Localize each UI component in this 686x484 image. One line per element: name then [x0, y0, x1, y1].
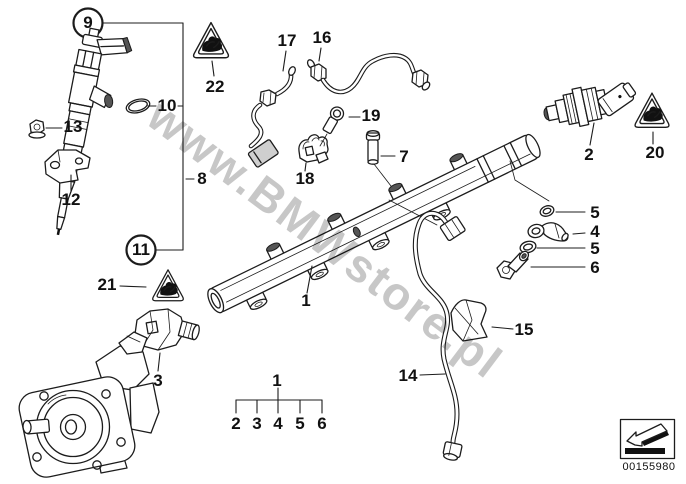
pipe14-drawing — [388, 199, 466, 461]
nut13-drawing — [28, 119, 63, 139]
callout-11[interactable]: 11 — [132, 240, 150, 259]
injector-drawing — [56, 27, 133, 236]
callout-18[interactable]: 18 — [295, 169, 315, 188]
legend-item-label[interactable]: 2 — [231, 414, 241, 433]
callout-6[interactable]: 6 — [590, 258, 600, 277]
bracket12-drawing — [44, 149, 91, 192]
page-turn-arrow-icon — [625, 423, 669, 454]
callout-17[interactable]: 17 — [277, 31, 297, 50]
bolt7-drawing — [365, 130, 396, 187]
warning-triangle-icon — [192, 21, 230, 59]
callout-7[interactable]: 7 — [399, 147, 409, 166]
legend-parent-label[interactable]: 1 — [272, 371, 282, 390]
doc-number: 00155980 — [622, 461, 676, 473]
continuation-arrow-box — [619, 418, 676, 460]
callout-13[interactable]: 13 — [63, 117, 83, 136]
callout-20[interactable]: 20 — [645, 143, 665, 162]
callout-5-lower[interactable]: 5 — [590, 239, 600, 258]
warning-triangle-icon — [152, 269, 184, 302]
callout-22[interactable]: 22 — [205, 77, 225, 96]
callout-3[interactable]: 3 — [153, 371, 163, 390]
callout-10[interactable]: 10 — [157, 96, 177, 115]
pump-drawing — [18, 331, 160, 478]
legend-item-label[interactable]: 6 — [317, 414, 327, 433]
callout-21[interactable]: 21 — [97, 275, 117, 294]
banjo-fitting-drawing — [496, 160, 586, 280]
callout-4[interactable]: 4 — [590, 222, 600, 241]
clamp18-drawing — [298, 134, 329, 172]
callout-14[interactable]: 14 — [398, 366, 418, 385]
callout-9[interactable]: 9 — [83, 13, 93, 32]
callout-5-upper[interactable]: 5 — [590, 203, 600, 222]
hose17-drawing — [247, 50, 296, 168]
callout-19[interactable]: 19 — [361, 106, 381, 125]
injector-group-bracket — [72, 7, 195, 266]
callout-1[interactable]: 1 — [301, 291, 311, 310]
callout-15[interactable]: 15 — [514, 320, 534, 339]
sensor3-drawing — [134, 308, 200, 372]
callout-16[interactable]: 16 — [312, 28, 332, 47]
legend-item-label[interactable]: 3 — [252, 414, 262, 433]
clamp15-drawing — [450, 299, 514, 342]
callout-8[interactable]: 8 — [197, 169, 207, 188]
warning-triangle-icon — [634, 92, 670, 128]
oring10-drawing — [125, 98, 151, 114]
callout-12[interactable]: 12 — [61, 190, 81, 209]
hose16-drawing — [306, 47, 431, 95]
pressure-regulator-drawing — [543, 82, 637, 146]
bolt19-drawing — [319, 106, 361, 147]
callout-2[interactable]: 2 — [584, 145, 594, 164]
legend-bracket — [235, 387, 323, 414]
legend-item-label[interactable]: 5 — [295, 414, 305, 433]
fuel-rail-drawing — [207, 133, 541, 314]
legend-item-label[interactable]: 4 — [273, 414, 283, 433]
